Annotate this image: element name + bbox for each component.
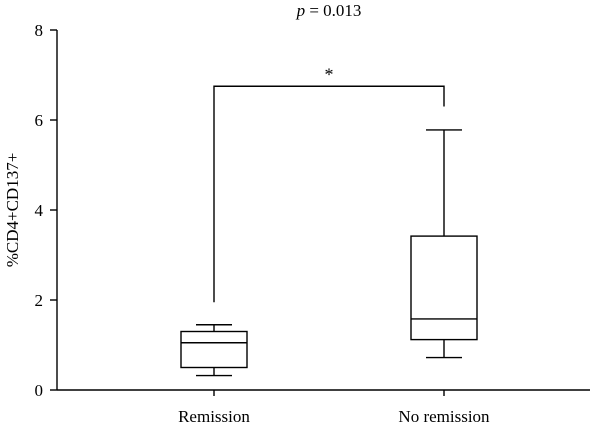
- box-series: [180, 129, 478, 377]
- chart-title: p = 0.013: [296, 1, 362, 20]
- y-axis-label: %CD4+CD137+: [3, 153, 22, 268]
- box-group: [410, 129, 478, 359]
- y-tick-label: 8: [35, 21, 44, 40]
- y-tick-label: 4: [35, 201, 44, 220]
- y-tick-label: 2: [35, 291, 44, 310]
- x-tick-label: Remission: [178, 407, 250, 425]
- significance-bracket: [213, 85, 445, 303]
- y-tick-label: 6: [35, 111, 44, 130]
- y-tick-label: 0: [35, 381, 44, 400]
- box-group: [180, 324, 248, 377]
- x-tick-label: No remission: [398, 407, 490, 425]
- chart-title-rest: = 0.013: [305, 1, 361, 20]
- box-iqr: [180, 330, 248, 369]
- annotations: *: [213, 64, 445, 303]
- chart-title-italic: p: [296, 1, 306, 20]
- significance-label: *: [325, 64, 334, 84]
- box-iqr: [410, 235, 478, 341]
